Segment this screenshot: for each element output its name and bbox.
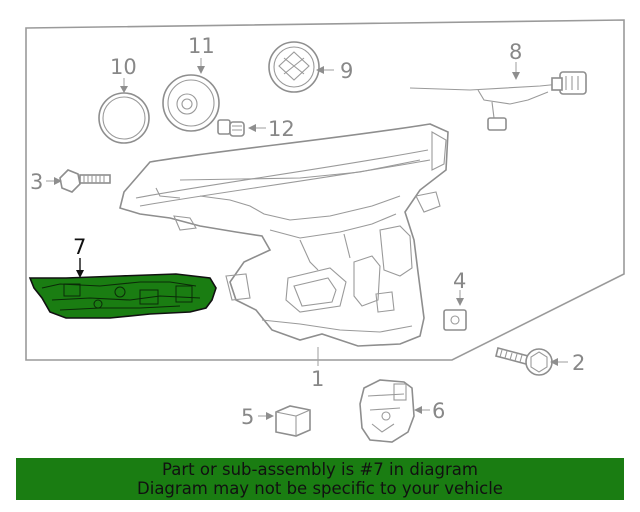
bolt-part-2[interactable] — [495, 347, 553, 376]
callout-12: 12 — [268, 117, 295, 141]
callout-6: 6 — [432, 399, 445, 423]
parts-diagram: 1 7 3 10 11 — [25, 19, 625, 443]
dust-cap-part-11[interactable] — [162, 74, 220, 132]
callout-3: 3 — [30, 170, 43, 194]
info-banner: Part or sub-assembly is #7 in diagram Di… — [16, 458, 624, 500]
headlamp-assembly[interactable] — [119, 123, 449, 347]
socket-cap-part-9[interactable] — [268, 41, 320, 93]
banner-line-disclaimer: Diagram may not be specific to your vehi… — [137, 479, 503, 498]
callout-8: 8 — [509, 40, 522, 64]
callout-2: 2 — [572, 351, 585, 375]
callout-11: 11 — [188, 34, 215, 58]
wiring-harness-part-8[interactable] — [409, 71, 587, 131]
bolt-part-3[interactable] — [59, 169, 111, 193]
callout-4: 4 — [453, 269, 466, 293]
cover-ring-part-10[interactable] — [98, 92, 150, 144]
assembly-boundary — [25, 19, 625, 361]
callout-1: 1 — [311, 367, 324, 391]
pad-part-5[interactable] — [275, 405, 311, 437]
callout-7: 7 — [73, 235, 86, 259]
clip-nut-part-4[interactable] — [443, 309, 467, 331]
callout-5: 5 — [241, 405, 254, 429]
screw-part-12[interactable] — [217, 119, 245, 137]
banner-line-part: Part or sub-assembly is #7 in diagram — [162, 460, 478, 479]
mounting-bracket-part-6[interactable] — [359, 379, 415, 443]
callout-10: 10 — [110, 55, 137, 79]
callout-9: 9 — [340, 59, 353, 83]
headlamp-bracket-part-7[interactable] — [28, 273, 217, 319]
